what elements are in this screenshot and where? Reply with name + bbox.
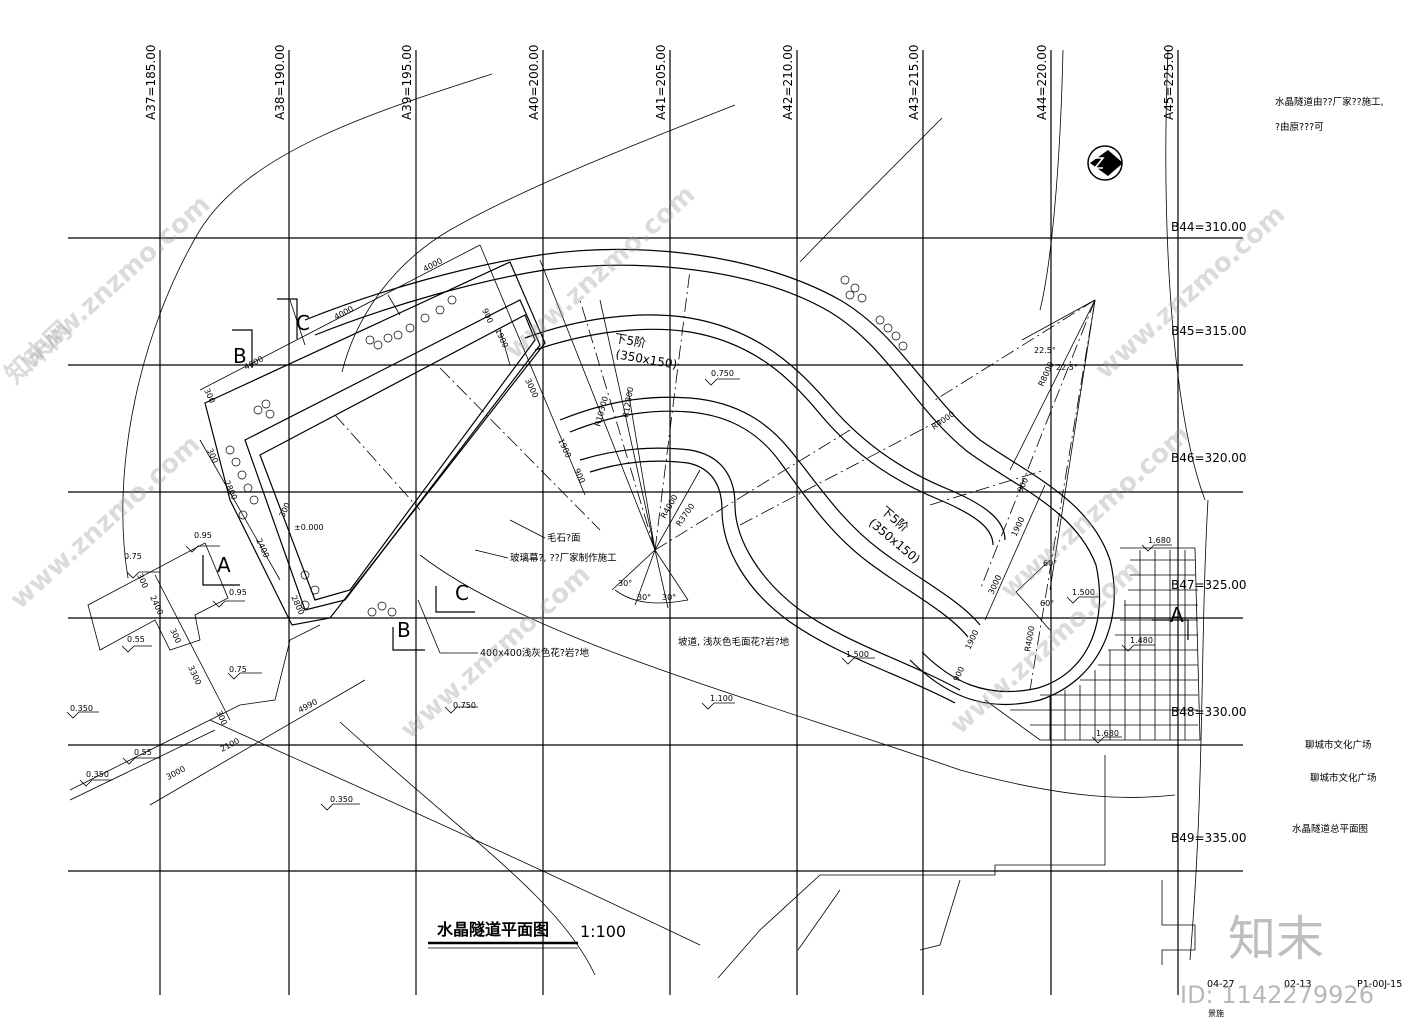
section-mark-a-left: A	[217, 553, 231, 577]
section-mark-a-right: A	[1170, 603, 1184, 627]
horizontal-grid-labels: B44=310.00 B45=315.00 B46=320.00 B47=325…	[1171, 220, 1247, 845]
callout-glass: 玻璃幕?, ??厂家制作施工	[510, 552, 617, 564]
elevation-label: 1.680	[1096, 729, 1119, 738]
grid-label-a42: A42=210.00	[781, 44, 795, 120]
dimension-lines	[149, 244, 1046, 806]
tunnel-outline	[304, 248, 1115, 706]
grid-label-a38: A38=190.00	[273, 44, 287, 120]
north-arrow-icon	[1087, 145, 1123, 181]
shrubs	[225, 275, 908, 617]
grid-label-a44: A44=220.00	[1035, 44, 1049, 120]
watermark-brand: 知末	[1228, 911, 1324, 967]
entrance-building	[69, 261, 546, 801]
drawing-code-right: P1-00J-15	[1357, 979, 1402, 990]
drawing-code-mid: 02-13	[1284, 979, 1312, 990]
stairs-top-label: 下5阶	[613, 331, 647, 350]
project-name-1: 聊城市文化广场	[1305, 739, 1372, 751]
angle-text: 22.5°	[1034, 346, 1056, 355]
drawing-name: 水晶隧道总平面图	[1292, 823, 1368, 835]
elevation-label: 1.500	[1072, 588, 1095, 597]
elevation-label: 0.350	[330, 795, 353, 804]
angle-text: 30°	[618, 579, 632, 588]
elevation-label: 1.480	[1130, 636, 1153, 645]
angle-text: 60°	[1040, 599, 1054, 608]
grid-label-b45: B45=315.00	[1171, 324, 1247, 338]
angle-text: 22.5°	[1056, 363, 1078, 372]
vertical-grid-labels: A37=185.00 A38=190.00 A39=195.00 A40=200…	[144, 44, 1176, 120]
grid-label-b44: B44=310.00	[1171, 220, 1247, 234]
elevation-label: 0.55	[127, 635, 145, 644]
center-lines	[334, 269, 1096, 691]
elevation-label: 1.680	[1148, 536, 1171, 545]
elevation-label: 0.95	[229, 588, 247, 597]
grid-label-a45: A45=225.00	[1162, 44, 1176, 120]
note-line-2: ?由原???可	[1275, 121, 1324, 133]
grid-label-a41: A41=205.00	[654, 44, 668, 120]
elevation-label: 0.75	[229, 665, 247, 674]
elevation-label: 0.95	[194, 531, 212, 540]
drawing-title-scale: 1:100	[580, 922, 626, 941]
callout-stone: 毛石?面	[547, 532, 581, 544]
side-panel: 聊城市文化广场 聊城市文化广场 水晶隧道总平面图 04-27 02-13 P1-…	[1207, 739, 1402, 1018]
elevation-markers: 0.750 0.95 0.75 0.95 0.55 0.75 0.350 0.5…	[66, 369, 1172, 811]
drawing-title-name: 水晶隧道平面图	[437, 920, 549, 939]
elevation-label: 1.100	[710, 694, 733, 703]
section-mark-c-bottom: C	[455, 581, 469, 605]
watermark-id: ID: 1142279926	[1180, 981, 1374, 1009]
project-name-2: 聊城市文化广场	[1310, 772, 1377, 784]
angle-text: 60°	[1043, 559, 1057, 568]
site-boundary-curves	[122, 49, 1209, 976]
elevation-label: 0.750	[453, 701, 476, 710]
elevation-label: 0.350	[86, 770, 109, 779]
grid-label-a39: A39=195.00	[400, 44, 414, 120]
elevation-label: 0.75	[124, 552, 142, 561]
grid-label-a43: A43=215.00	[907, 44, 921, 120]
callout-ramp: 坡道, 浅灰色毛面花?岩?地	[678, 636, 790, 648]
bottom-right-outline	[717, 755, 1196, 979]
note-line-1: 水晶隧道由??厂家??施工,	[1275, 96, 1384, 108]
general-notes: 水晶隧道由??厂家??施工, ?由原???可	[1275, 96, 1384, 133]
elevation-label: 0.350	[70, 704, 93, 713]
grid-label-b48: B48=330.00	[1171, 705, 1247, 719]
angle-text: 30°	[637, 593, 651, 602]
grid-label-b46: B46=320.00	[1171, 451, 1247, 465]
section-mark-b-bottom: B	[397, 618, 411, 642]
elevation-label: 0.750	[711, 369, 734, 378]
grid-label-b47: B47=325.00	[1171, 578, 1247, 592]
elevation-label: 0.55	[134, 748, 152, 757]
drawing-code-left: 04-27	[1207, 979, 1235, 990]
grid-label-b49: B49=335.00	[1171, 831, 1247, 845]
section-mark-c-top: C	[296, 311, 310, 335]
angle-text: 30°	[662, 593, 676, 602]
angle-labels: 30° 30° 30° 22.5° 22.5° 60° 60°	[618, 346, 1078, 608]
radius-rays	[539, 259, 1096, 631]
grid-label-a37: A37=185.00	[144, 44, 158, 120]
discipline-label: 景施	[1208, 1008, 1224, 1018]
drawing-title: 水晶隧道平面图 1:100	[428, 920, 626, 949]
section-mark-b-top: B	[233, 344, 247, 368]
elevation-label: 1.500	[846, 650, 869, 659]
plaza-paving	[984, 547, 1201, 741]
callout-paving: 400x400浅灰色花?岩?地	[480, 647, 589, 659]
grid-label-a40: A40=200.00	[527, 44, 541, 120]
section-marks: B C A B C A	[202, 298, 1189, 651]
radius-text: R4000	[1023, 625, 1036, 652]
elevation-label: ±0.000	[294, 523, 324, 532]
